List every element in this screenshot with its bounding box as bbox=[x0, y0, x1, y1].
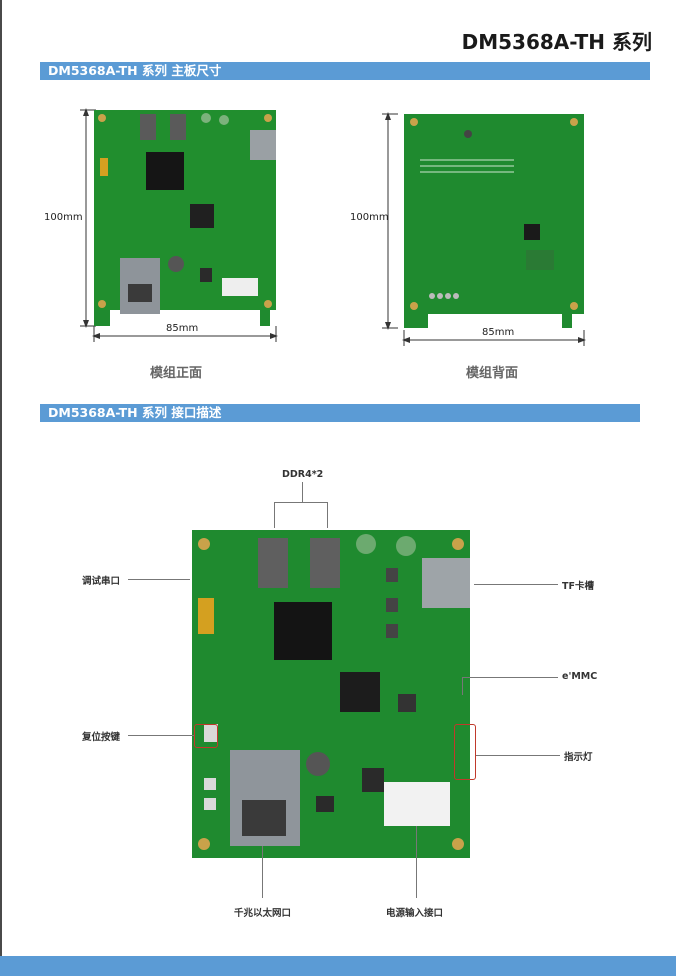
footer-bar bbox=[0, 956, 676, 976]
callout-indicator-led: 指示灯 bbox=[564, 752, 593, 763]
section-header-interfaces: DM5368A-TH 系列 接口描述 bbox=[40, 404, 640, 422]
page-title: DM5368A-TH 系列 bbox=[461, 30, 652, 54]
callout-debug-serial: 调试串口 bbox=[82, 576, 121, 587]
board-interface-image bbox=[192, 530, 470, 858]
led-leader-line bbox=[476, 755, 560, 756]
ddr-leader-left bbox=[274, 502, 275, 528]
reset-highlight-box bbox=[194, 724, 218, 748]
section-header-dimensions: DM5368A-TH 系列 主板尺寸 bbox=[40, 62, 650, 80]
callout-ddr: DDR4*2 bbox=[282, 469, 324, 480]
tf-leader-line bbox=[474, 584, 558, 585]
power-leader-line bbox=[416, 826, 417, 898]
ddr-leader-line bbox=[302, 482, 303, 502]
callout-tf-slot: TF卡槽 bbox=[562, 581, 594, 592]
ethernet-leader-line bbox=[262, 846, 263, 898]
callout-power-input: 电源输入接口 bbox=[386, 908, 444, 919]
back-height-label: 100mm bbox=[350, 212, 389, 223]
back-caption: 模组背面 bbox=[466, 366, 519, 381]
back-width-label: 85mm bbox=[482, 327, 515, 338]
front-width-label: 85mm bbox=[166, 323, 199, 334]
ddr-leader-right bbox=[327, 502, 328, 528]
front-caption: 模组正面 bbox=[150, 366, 203, 381]
emmc-leader-drop bbox=[462, 677, 463, 695]
callout-reset-button: 复位按键 bbox=[82, 732, 121, 743]
led-highlight-box bbox=[454, 724, 476, 780]
callout-emmc: e'MMC bbox=[562, 671, 598, 682]
reset-leader-line bbox=[128, 735, 194, 736]
callout-ethernet-port: 千兆以太网口 bbox=[234, 908, 292, 919]
emmc-leader-line bbox=[462, 677, 558, 678]
board-front-image bbox=[80, 108, 278, 342]
front-height-label: 100mm bbox=[44, 212, 83, 223]
ddr-leader-bar bbox=[274, 502, 328, 503]
board-back-image bbox=[382, 112, 586, 346]
debug-leader-line bbox=[128, 579, 190, 580]
left-edge-rule bbox=[0, 0, 2, 976]
